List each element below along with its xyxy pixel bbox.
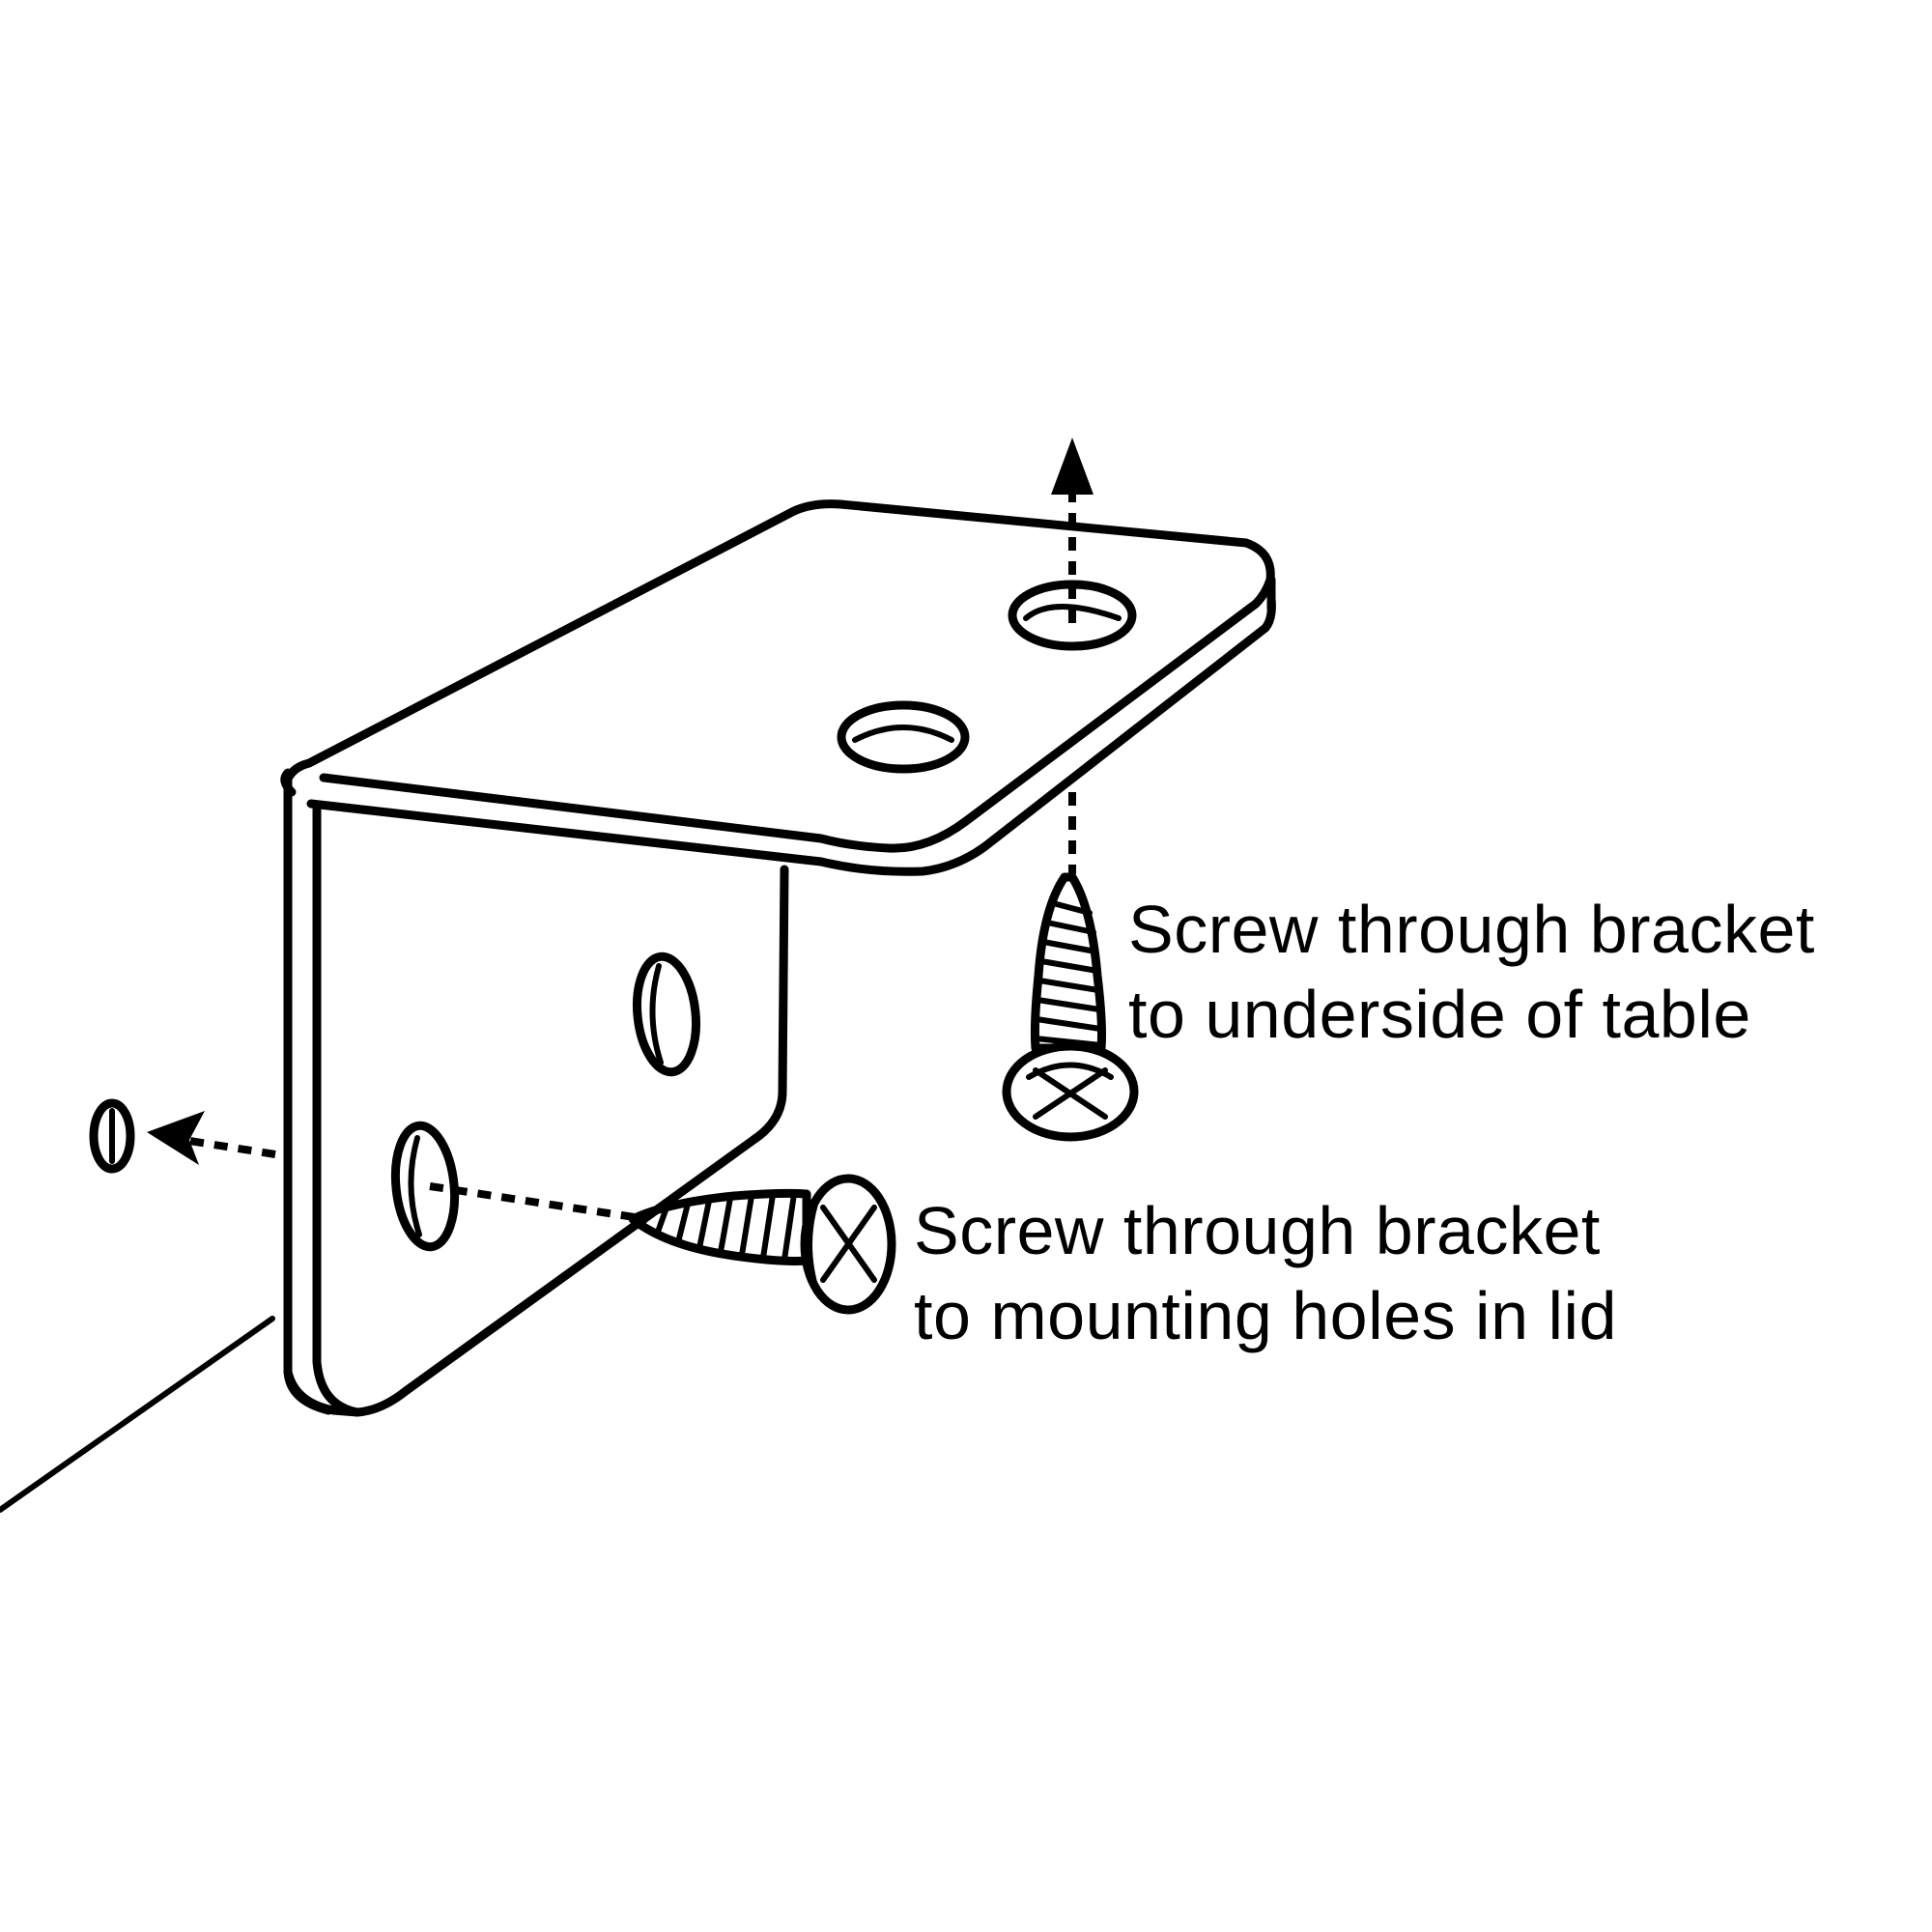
screw-vertical-icon <box>1002 872 1139 1142</box>
lid-edge-line <box>0 1316 275 1513</box>
arrow-up-icon <box>1051 438 1094 874</box>
callout-lid-line-1: Screw through bracket <box>914 1193 1601 1268</box>
lid-mounting-hole-icon <box>89 1098 135 1174</box>
screw-horizontal-icon <box>429 1174 896 1315</box>
callout-table-line-2: to underside of table <box>1128 977 1751 1052</box>
callout-table-line-1: Screw through bracket <box>1128 892 1815 967</box>
arrow-left-icon <box>147 1111 276 1165</box>
callout-underside-of-table: Screw through bracket to underside of ta… <box>1128 887 1815 1057</box>
callout-mounting-holes-in-lid: Screw through bracket to mounting holes … <box>914 1188 1617 1358</box>
bracket-side-flange <box>280 768 789 1417</box>
callout-lid-line-2: to mounting holes in lid <box>914 1278 1617 1353</box>
bracket-top-flange <box>281 499 1276 876</box>
